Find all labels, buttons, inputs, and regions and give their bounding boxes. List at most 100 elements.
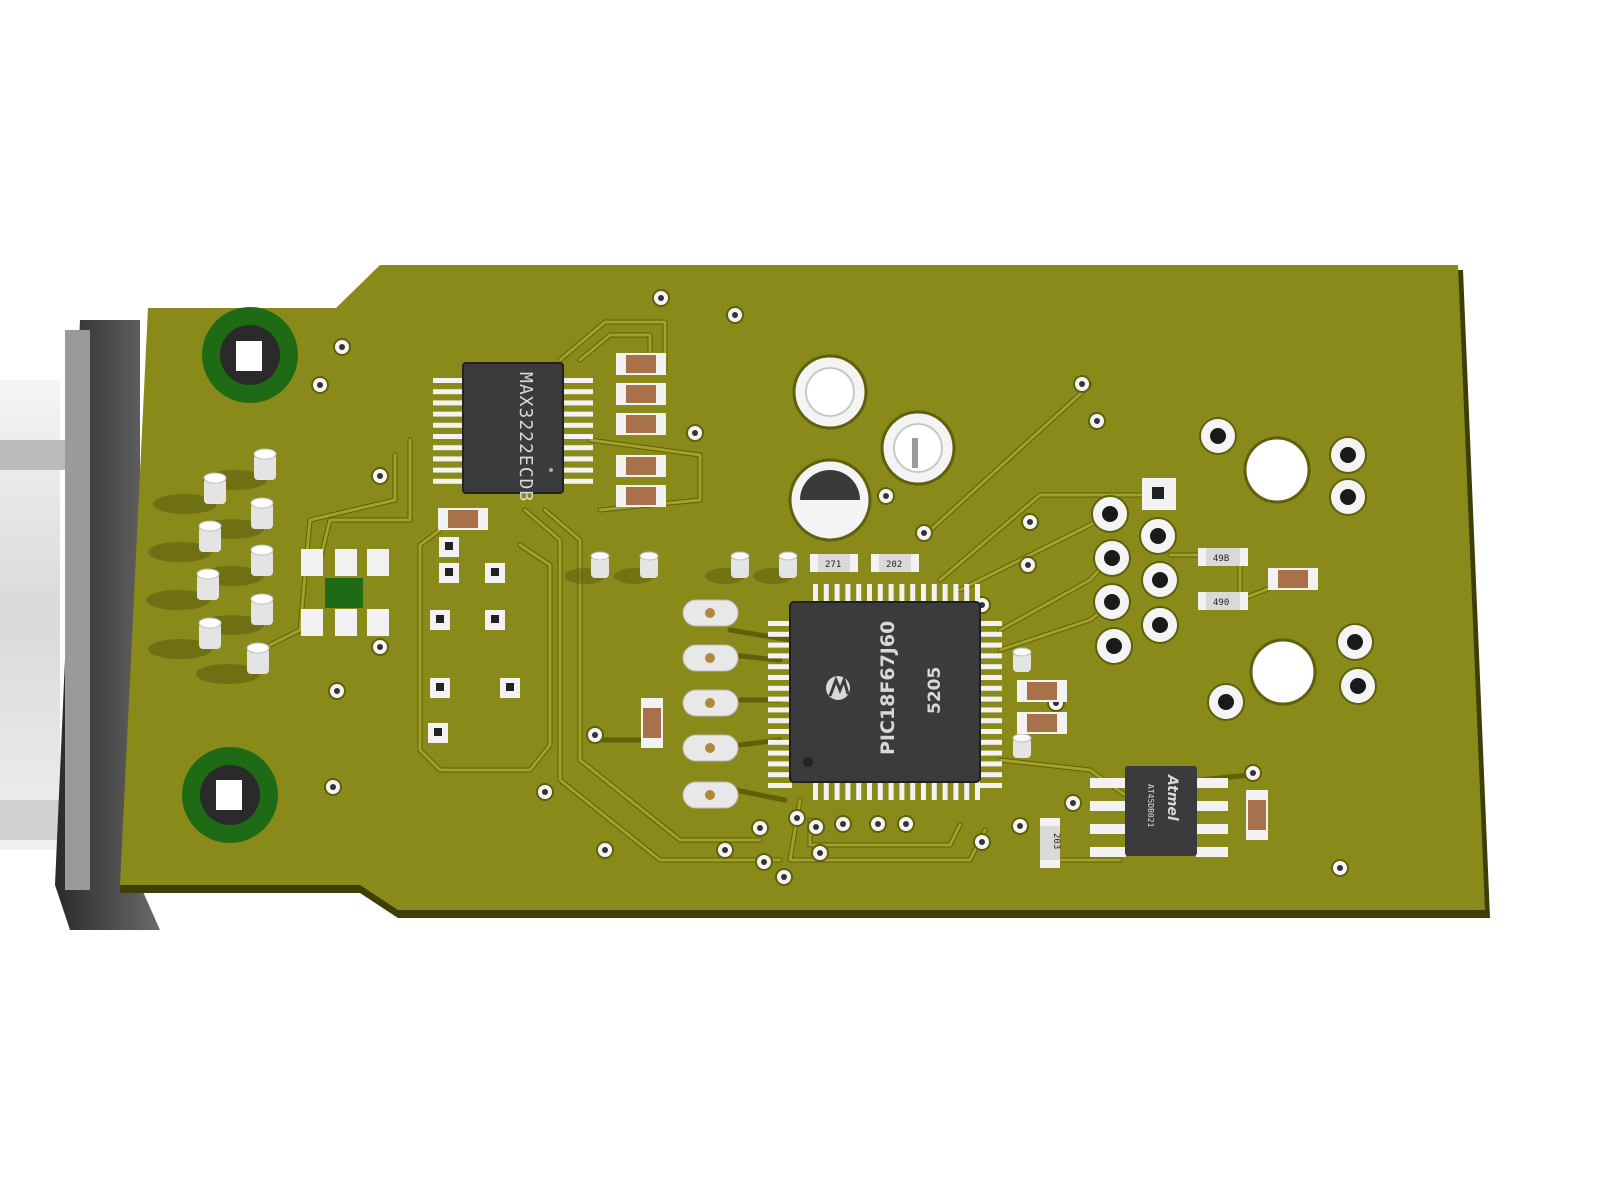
ic-pin [953, 780, 959, 800]
resistor-body [626, 415, 656, 433]
pin-top [250, 497, 274, 509]
ic-pin [433, 478, 465, 484]
via-hole [1027, 519, 1033, 525]
ic-pin [823, 584, 829, 604]
via-hole [921, 530, 927, 536]
ic-pin [768, 685, 792, 691]
pin-body [197, 574, 219, 600]
ic-pin [978, 685, 1002, 691]
via-hole [1017, 823, 1023, 829]
ic-pin [910, 584, 916, 604]
via-hole [883, 493, 889, 499]
resistor-label-203: 203 [1051, 833, 1061, 849]
ic-pin [877, 780, 883, 800]
ic-pin [867, 780, 872, 800]
pad-top [730, 551, 750, 561]
square-pads [428, 478, 1176, 743]
ic-pin [433, 467, 465, 473]
ic-pin [1090, 778, 1126, 788]
ic-pin [561, 434, 593, 439]
pin-body [251, 550, 273, 576]
ic-pin [433, 456, 465, 462]
via-hole [781, 874, 787, 880]
ic-pin [877, 584, 883, 604]
th-hole [1150, 528, 1166, 544]
capacitors [438, 508, 1318, 840]
ic-pin [768, 739, 792, 745]
cap-body [448, 510, 478, 528]
th-hole [1106, 638, 1122, 654]
ic-pin [561, 422, 593, 428]
pin-body [251, 599, 273, 625]
th-hole [1104, 550, 1120, 566]
ic-pin [964, 584, 970, 604]
max3222-label: MAX3222ECDB [515, 372, 536, 502]
ic-pin [433, 378, 465, 383]
resistor-r202: 202 [871, 554, 919, 572]
via-hole [377, 644, 383, 650]
ic-pin [978, 664, 1002, 670]
ic-pin [768, 729, 792, 734]
resistor-array [616, 353, 666, 507]
ic-pin [768, 750, 792, 756]
ic-pin [978, 772, 1002, 778]
via-hole [840, 821, 846, 827]
ic-pin [975, 780, 980, 800]
ic-pin [978, 739, 1002, 745]
pad-top [1012, 733, 1032, 743]
resistor-r49b: 49B [1198, 548, 1248, 566]
ic-pin [768, 653, 792, 659]
ic-pin [768, 772, 792, 778]
ic-pin [768, 631, 792, 637]
ic-pin [433, 445, 465, 451]
ic-pin [921, 780, 926, 800]
microchip-logo-icon [826, 675, 850, 700]
ic-pin [768, 621, 792, 626]
cap-body [1027, 682, 1057, 700]
ic-pin [978, 761, 1002, 767]
ic-pin [975, 584, 980, 604]
pin-top [198, 520, 222, 532]
ic-pin [931, 780, 937, 800]
th-hole [1152, 617, 1168, 633]
pad-body [779, 556, 797, 578]
max3222-chip: MAX3222ECDB [433, 362, 593, 502]
pad-body [1013, 738, 1031, 758]
via-hole [761, 859, 767, 865]
pad-top [639, 551, 659, 561]
pin-top [250, 593, 274, 605]
th-hole [1340, 447, 1356, 463]
ic-pin [867, 584, 872, 604]
via-hole [377, 473, 383, 479]
cap-body [1248, 800, 1266, 830]
via-hole [903, 821, 909, 827]
pad-body [1013, 652, 1031, 672]
resistor-label-271: 271 [825, 560, 841, 570]
large-holes [788, 354, 1317, 706]
via-hole [1250, 770, 1256, 776]
ic-pin [978, 718, 1002, 724]
resistor-r490: 490 [1198, 592, 1248, 610]
th-hole [1340, 489, 1356, 505]
resistor-r203: 203 [1040, 818, 1061, 868]
pad-body [591, 556, 609, 578]
pad-top [1012, 647, 1032, 657]
ic-pin [561, 467, 593, 473]
ic-pin [768, 642, 792, 648]
pin-top [250, 544, 274, 556]
pin-top [246, 642, 270, 654]
pin-top [196, 568, 220, 580]
mounting-hole-bottom [182, 747, 278, 843]
th-hole [1104, 594, 1120, 610]
ic-pin [978, 631, 1002, 637]
via-hole [658, 295, 664, 301]
ic-pin [813, 780, 818, 800]
ic-pin [921, 584, 926, 604]
resistor-body [626, 457, 656, 475]
th-hole [1347, 634, 1363, 650]
ic-pin [834, 584, 840, 604]
connector-pins [146, 448, 1032, 758]
ic-pin [964, 780, 970, 800]
ic-pin [942, 584, 948, 604]
